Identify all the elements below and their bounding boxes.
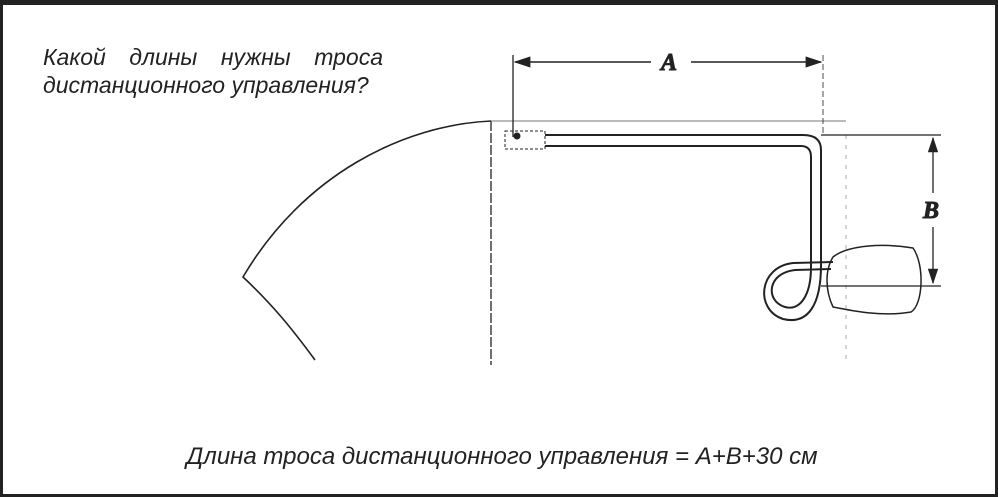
cable-inner [545,145,812,267]
cable-loop-inner [770,266,832,309]
formula-caption: Длина троса дистанционного управления = … [186,443,818,470]
dimension-b-label: B [922,198,939,224]
cable-diagram: A B [241,50,941,365]
hull-outline [241,120,492,361]
remote-control-box [504,130,546,150]
cable-outer [545,134,822,267]
question-text: Какой длины нужны троса дистанционного у… [43,44,383,98]
control-mount-dot [513,132,521,140]
outboard-motor-outline [826,244,922,315]
cable-loop [763,261,834,322]
dimension-a-label: A [659,50,677,76]
